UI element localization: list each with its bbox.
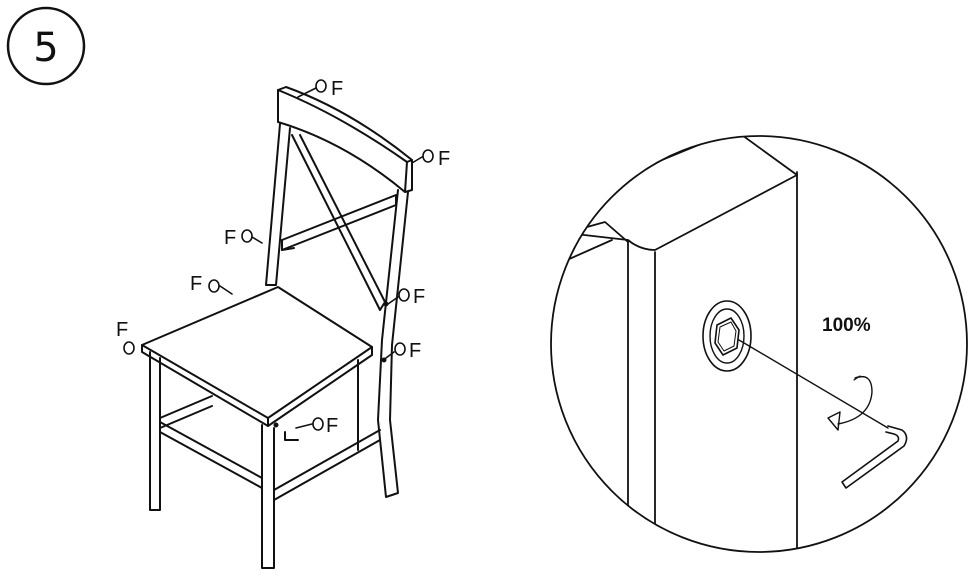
front-leg-right	[261, 424, 275, 569]
chair-seat	[141, 286, 373, 419]
cap-label-top-right: F	[438, 148, 450, 170]
cap-label-top: F	[331, 78, 343, 100]
chair-drawing	[141, 86, 413, 569]
front-leg-left	[149, 351, 161, 511]
cap-label-seat-front-right: F	[326, 415, 338, 437]
back-post-left	[265, 123, 291, 286]
backrest-cross-b	[281, 194, 397, 251]
stretcher-back	[273, 429, 381, 501]
step-number: 5	[33, 25, 58, 71]
cap-label-left-mid: F	[224, 227, 236, 249]
cap-callouts	[123, 79, 434, 431]
cap-label-seat-front-left: F	[116, 319, 128, 341]
stretcher-side	[159, 421, 263, 489]
cap-label-right-lower: F	[409, 340, 421, 362]
cap-label-right-upper: F	[413, 286, 425, 308]
detail-zoom: 100%	[550, 135, 968, 553]
torque-label: 100%	[822, 315, 871, 336]
step-badge: 5	[6, 6, 86, 86]
backrest-cross-a	[291, 134, 386, 311]
stretcher-front	[159, 395, 213, 429]
cap-label-seat-back: F	[190, 273, 202, 295]
cap-labels: F F F F F F F F	[116, 78, 450, 437]
back-post-right	[377, 189, 409, 498]
